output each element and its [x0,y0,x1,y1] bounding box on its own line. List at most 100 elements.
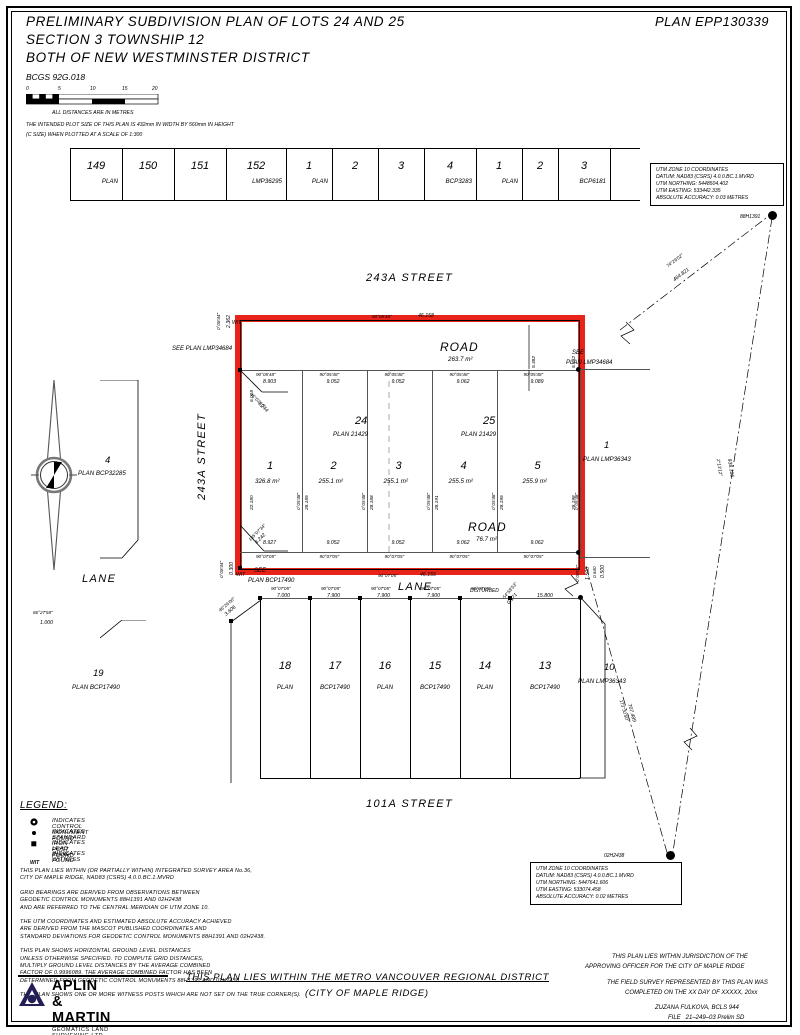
legend-standard-iron-post-icon [30,829,38,837]
se-witness-distance: 1.500 [585,567,591,580]
control-monument-02h2438 [666,851,675,860]
right-neighbour-plan: PLAN LMP36343 [583,456,631,463]
bottom-frontage-bearing: 90°07'05" [256,554,276,559]
utm-top-line-4: UTM EASTING: 533442.335 [656,188,721,194]
see-plan-lmp34684-right-1: SEE [572,350,585,356]
lot-side-bearing: 0°05'48" [296,492,301,510]
bottom-strip-lot-plan: PLAN [376,684,394,691]
survey-note: THIS PLAN LIES WITHIN (OR PARTIALLY WITH… [20,868,253,882]
survey-note: THE UTM COORDINATES AND ESTIMATED ABSOLU… [20,919,266,940]
top-strip-lot-number: 1 [305,160,313,172]
top-frontage-bearing: 90°05'48" [319,372,340,377]
footer-survey-line-1: THE FIELD SURVEY REPRESENTED BY THIS PLA… [607,980,768,986]
lot-divider-line [302,370,303,552]
sw-witness-distance: 0.300 [229,562,235,575]
survey-note: THIS PLAN SHOWS HORIZONTAL GROUND LEVEL … [20,948,241,984]
lot-side-bearing: 0°05'48" [491,492,496,510]
new-lot-number: 4 [460,460,467,472]
top-strip-lot-plan: LMP36295 [252,178,282,185]
legend-control-monument-icon [30,818,38,826]
top-strip-lot-plan: PLAN [101,178,118,185]
top-strip-divider [332,148,333,200]
street-label-243a-top: 243A STREET [366,272,454,284]
bottom-strip-lot-plan: PLAN [276,684,294,691]
new-lot-area: 255.5 m² [448,478,473,485]
street-label-243a-left: 243A STREET [196,412,208,500]
top-strip-lot-plan: BCP3283 [445,178,473,185]
bottom-strip-bearing: 90°07'05" [471,586,491,591]
top-frontage-distance: 9.052 [391,379,405,385]
red-boundary-right [578,315,585,575]
plan-title-line-3: BOTH OF NEW WESTMINSTER DISTRICT [26,50,310,65]
bottom-frontage-bearing: 90°07'05" [523,554,544,559]
utm-top-line-5: ABSOLUTE ACCURACY: 0.03 METRES [656,195,749,201]
scale-tick-10: 10 [90,86,96,92]
top-strip-divider [558,148,559,200]
subject-parcel: ROAD 263.7 m² ROAD 76.7 m² 24 PLAN 21429… [235,315,585,575]
footer-jurisdiction-line-1: THIS PLAN LIES WITHIN JURISDICTION OF TH… [612,954,748,960]
firm-subtitle: GEOMATICS LAND SURVEYING LTD. [52,1027,109,1035]
top-frontage-distance: 8.903 [263,379,276,385]
lot-side-distance: 28.185 [305,495,310,510]
bottom-strip-width: 15.800 [537,593,553,599]
top-strip-lot-number: 150 [138,160,158,172]
lot-side-bearing: 0°05'48" [361,492,366,510]
monument-label-02h2438: 02H2438 [604,853,625,859]
utm-bottom-line-3: UTM NORTHING: 5447641.606 [536,880,609,886]
bottom-strip-lot-number: 13 [538,660,552,672]
new-lot-area: 326.8 m² [255,478,280,485]
top-frontage-bearing: 90°05'48" [256,372,276,377]
top-strip-lot-number: 151 [190,160,210,172]
lot-divider-line [367,370,368,552]
utm-bottom-line-4: UTM EASTING: 533074.458 [536,887,601,893]
legend-title: LEGEND: [20,800,68,811]
lot-side-distance: 28.191 [435,495,440,510]
bottom-strip-lot-number: 17 [328,660,342,672]
legend-block: LEGEND: INDICATES CONTROL MONUMENT FOUND… [20,800,88,866]
lot19-boundary [230,599,262,783]
lot19-plan: PLAN BCP17490 [72,684,120,691]
plot-size-note-2: (C SIZE) WHEN PLOTTED AT A SCALE OF 1:30… [26,132,143,138]
bottom-strip-bearing: 90°07'05" [371,586,391,591]
utm-top-line-1: UTM ZONE 10 COORDINATES [656,167,729,173]
bottom-total-bearing: 90°07'05" [378,573,398,578]
top-frontage-bearing: 90°05'48" [384,372,405,377]
lane-label-left: LANE [82,573,117,585]
monument-lot19-corner [229,619,233,623]
witness-mark-sw: WIT [236,572,246,578]
witness-mark-nw: WIT [232,320,242,326]
bottom-strip-monument [308,596,312,600]
legend-item-text: INDICATES CONTROL MONUMENT FOUND [52,818,89,842]
top-strip-divider [122,148,123,200]
bottom-strip-bearing: 90°07'05" [321,586,341,591]
lot19-tie-bearing: 86°27'58" [33,610,53,615]
road-area-top: 263.7 m² [448,356,473,363]
lot-side-bearing: 0°05'48" [426,492,431,510]
bottom-strip-monument [508,596,512,600]
survey-note: GRID BEARINGS ARE DERIVED FROM OBSERVATI… [20,889,210,911]
top-strip-lot-plan: PLAN [311,178,328,185]
bottom-frontage-distance: 9.062 [456,540,470,546]
bottom-frontage-bearing: 90°07'05" [319,554,340,559]
legend-item: INDICATES CONTROL MONUMENT FOUND [20,816,88,842]
plan-title-line-2: SECTION 3 TOWNSHIP 12 [26,32,205,47]
top-strip-lot-number: 1 [495,160,503,172]
se-lane-offset: 0.640 [592,566,597,579]
se-witness-bearing: 0°09'02" [575,564,580,582]
sheet-border-inner [11,11,787,1022]
bottom-strip-lot-plan: BCP17490 [530,684,560,691]
monument-ne [576,367,581,372]
plot-size-note-1: THE INTENDED PLOT SIZE OF THIS PLAN IS 4… [26,122,234,128]
distances-note: ALL DISTANCES ARE IN METRES [52,110,134,116]
lot10-plan: PLAN LMP36343 [578,678,626,685]
top-strip-lot: 150 [122,148,174,200]
disturbed-label: DISTURBED [470,588,499,594]
scale-tick-15: 15 [122,86,128,92]
red-boundary-bottom [235,568,585,575]
left-witness-bearing: 0°08'44" [216,312,221,330]
